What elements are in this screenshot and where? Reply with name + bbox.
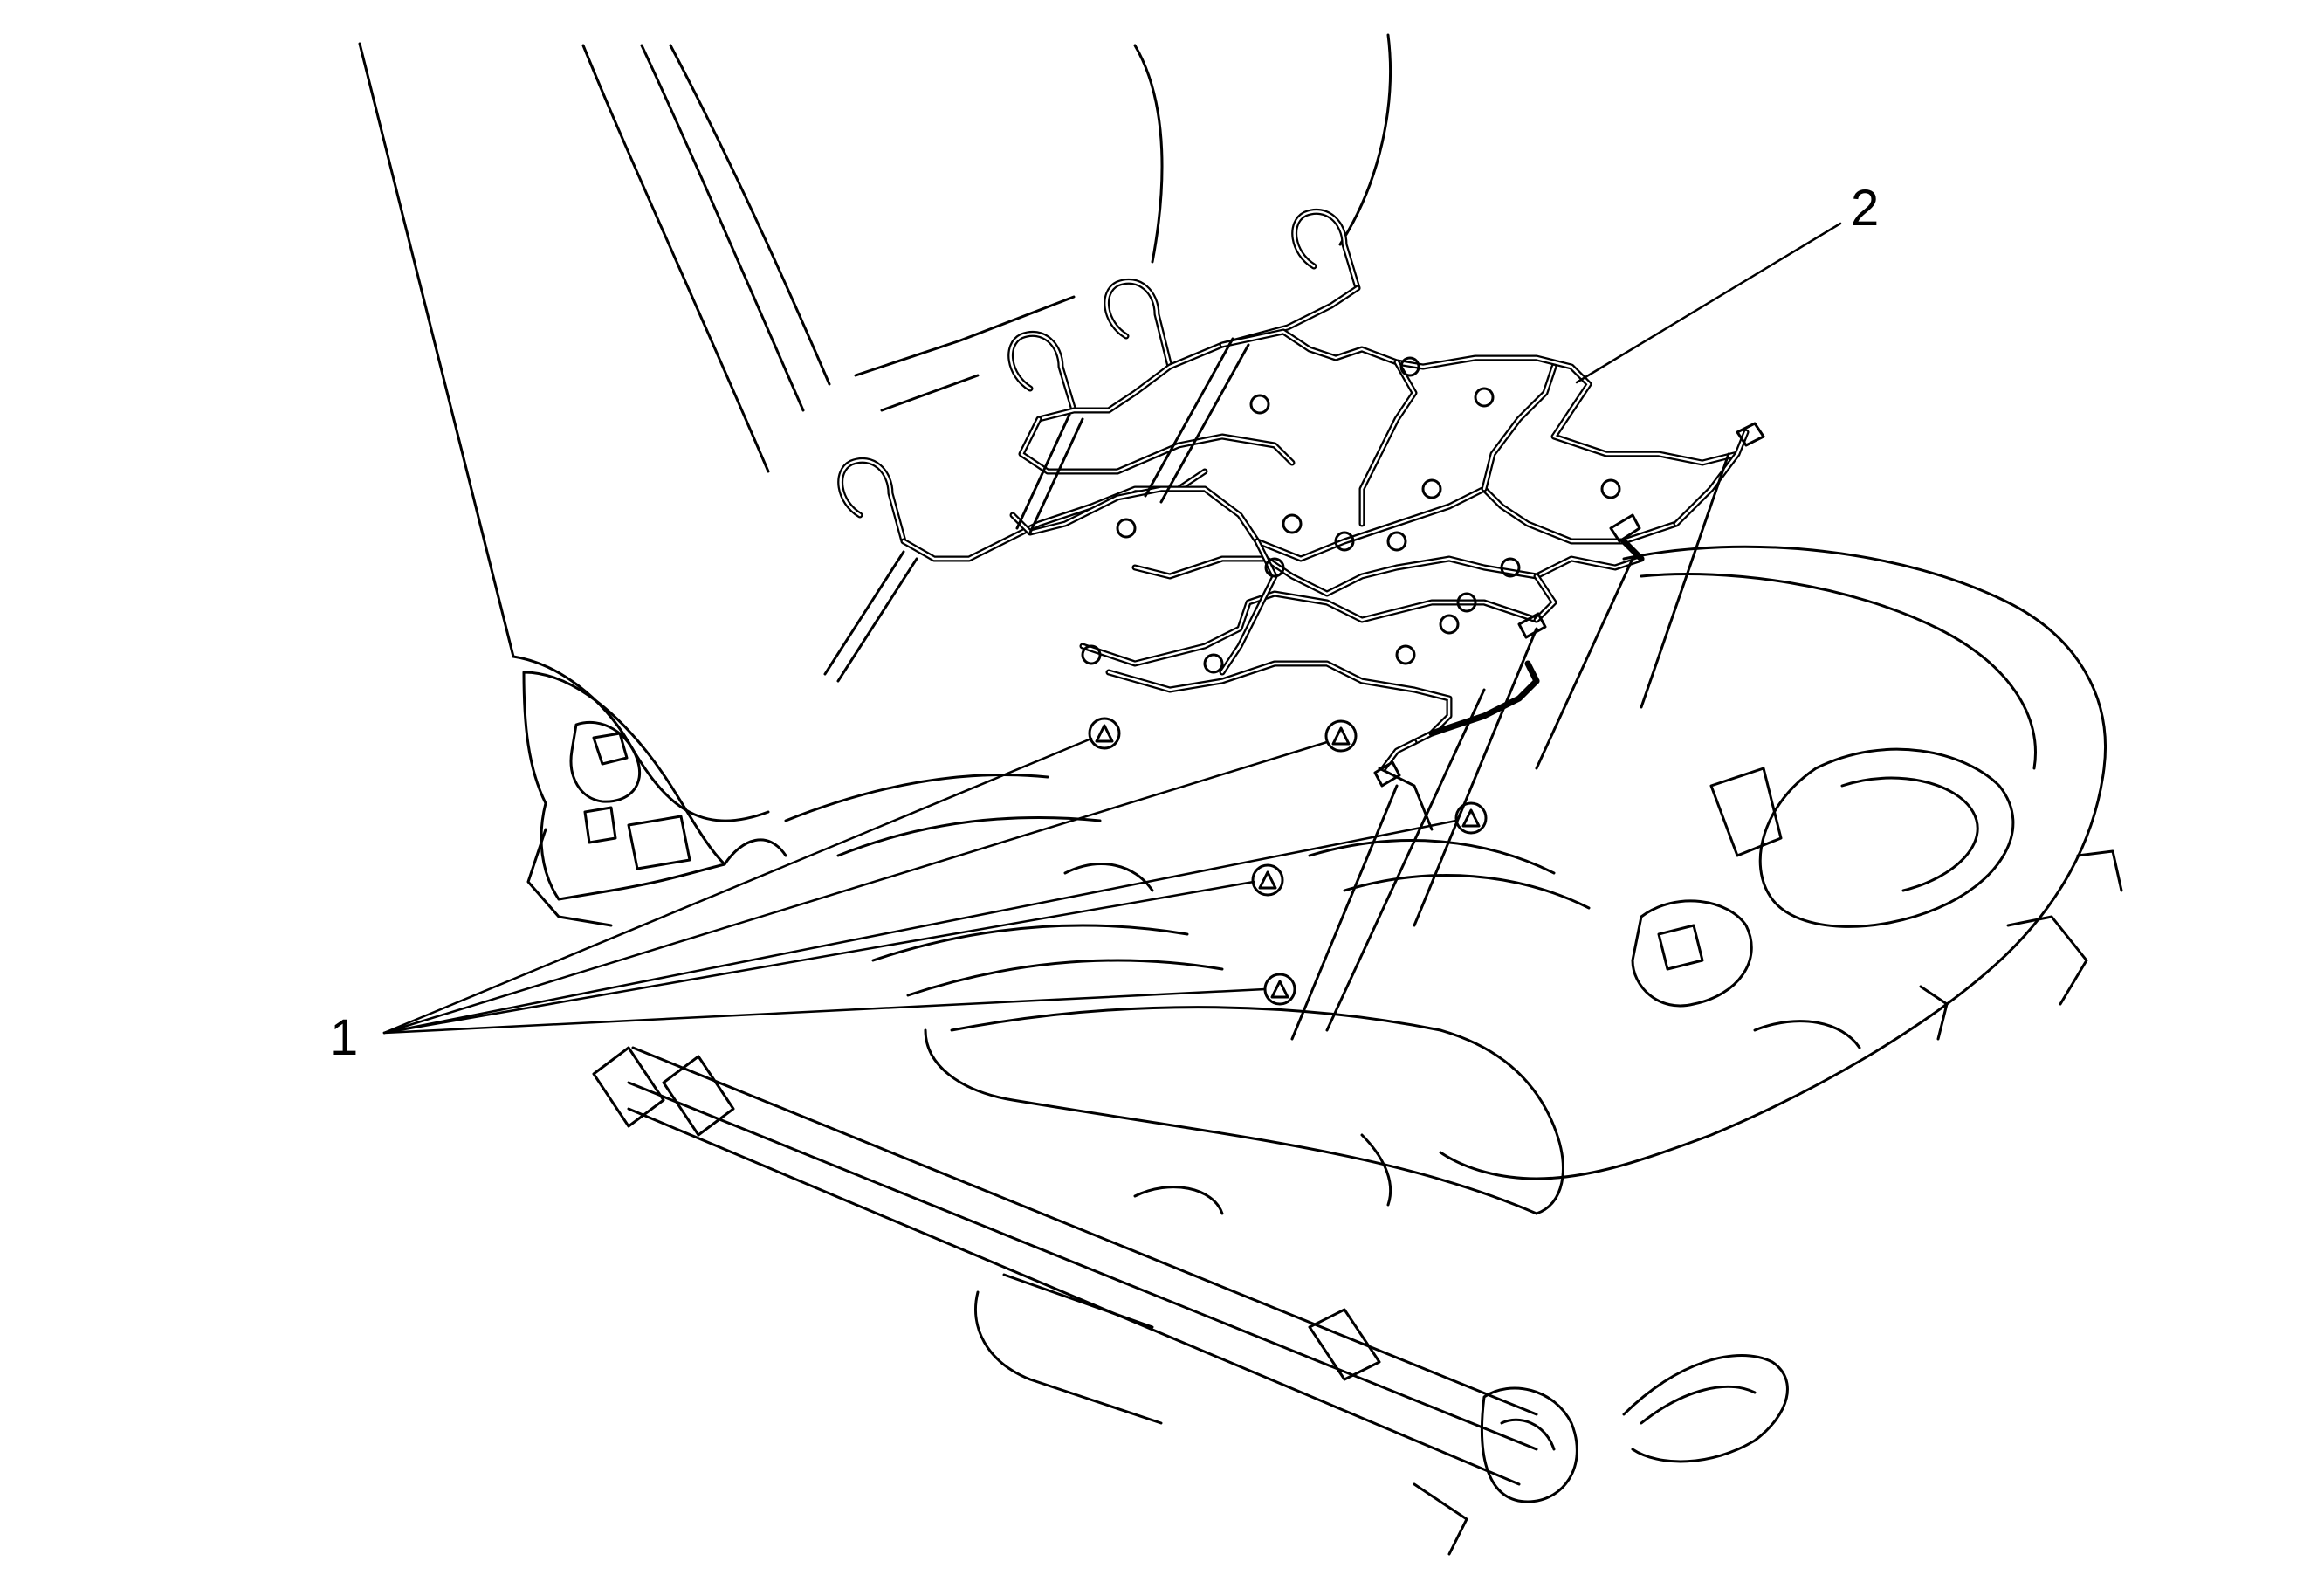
seat-cushion — [924, 545, 2123, 1215]
triangle-clip-icon — [1088, 717, 1121, 750]
seat-back — [358, 33, 1392, 822]
callout-1: 1 — [330, 1009, 358, 1066]
triangle-clip-icon — [1251, 863, 1284, 897]
triangle-clip-icon — [1324, 719, 1358, 753]
seat-pan-wires — [784, 767, 1591, 997]
seat-track — [592, 985, 1949, 1556]
triangle-clip-icon — [1263, 973, 1296, 1006]
callout-2: 2 — [1851, 180, 1879, 237]
mat-tie-straps — [823, 337, 1730, 1041]
heater-mat — [837, 209, 1765, 788]
callout-leaders — [382, 222, 1842, 1035]
recliner-bracket — [522, 671, 787, 927]
triangle-clip-icon — [1454, 801, 1488, 835]
